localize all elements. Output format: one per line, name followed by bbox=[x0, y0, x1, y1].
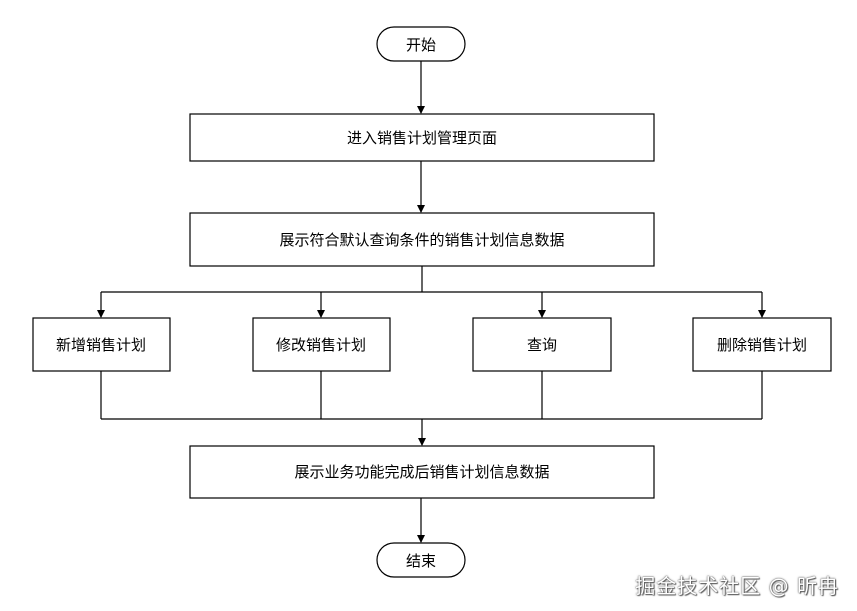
show-default-label: 展示符合默认查询条件的销售计划信息数据 bbox=[279, 231, 564, 249]
edit-plan-box bbox=[252, 317, 391, 372]
show-after-box bbox=[189, 445, 655, 499]
show-after-label: 展示业务功能完成后销售计划信息数据 bbox=[294, 463, 549, 481]
edit-plan-label: 修改销售计划 bbox=[276, 336, 366, 354]
watermark: 掘金技术社区 @ 昕冉 bbox=[635, 574, 839, 598]
start-label: 开始 bbox=[406, 36, 436, 54]
delete-plan-box bbox=[692, 317, 832, 372]
query-box bbox=[472, 317, 612, 372]
delete-plan-label: 删除销售计划 bbox=[717, 336, 807, 354]
end-terminal bbox=[376, 542, 466, 578]
end-label: 结束 bbox=[406, 552, 436, 570]
enter-page-label: 进入销售计划管理页面 bbox=[347, 129, 497, 147]
enter-page-box bbox=[189, 113, 655, 162]
add-plan-box bbox=[32, 317, 171, 372]
query-label: 查询 bbox=[527, 336, 557, 354]
add-plan-label: 新增销售计划 bbox=[56, 336, 146, 354]
